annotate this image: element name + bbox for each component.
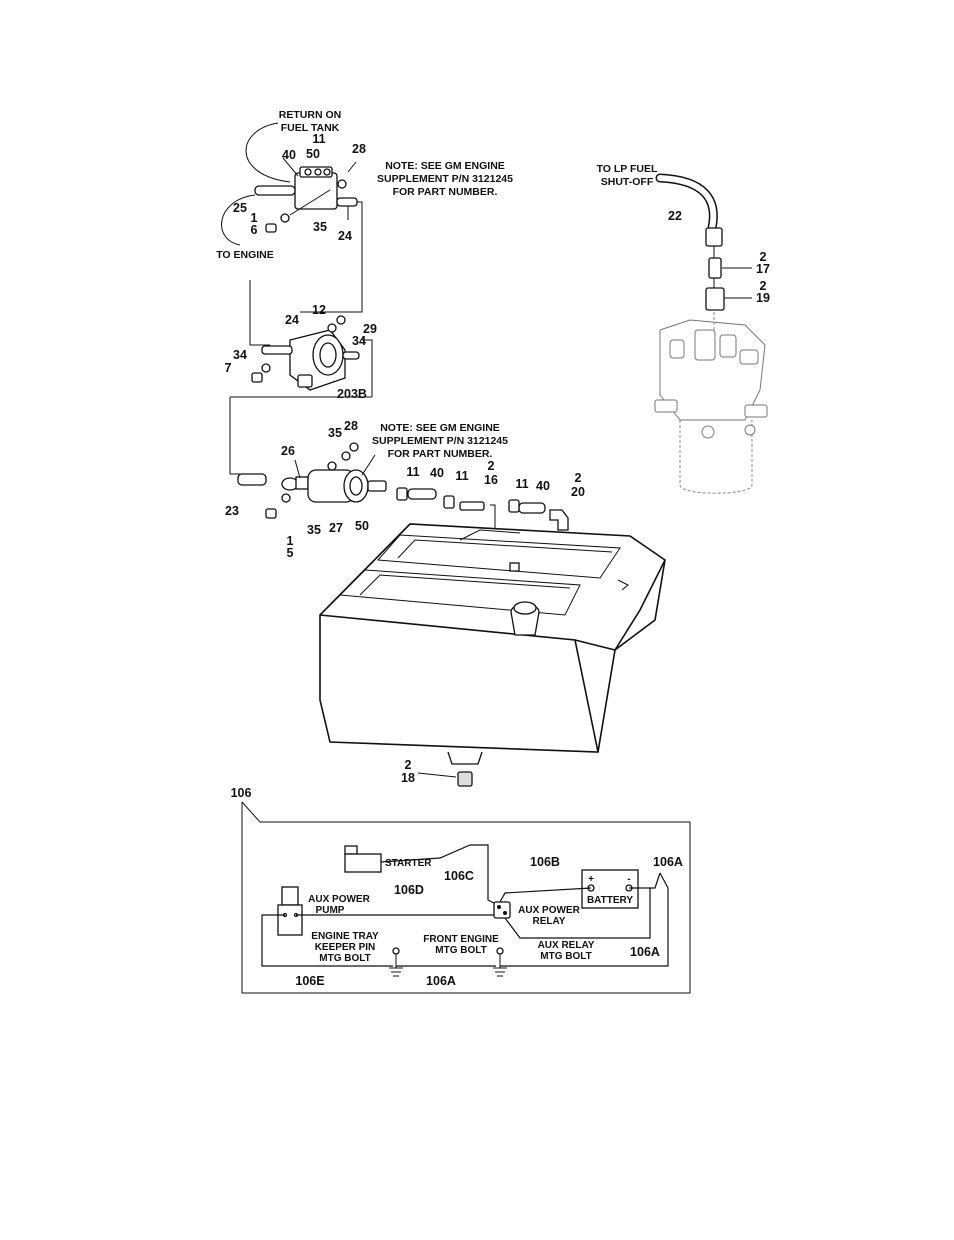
fuel-tank-label: FUEL TANK <box>281 122 340 134</box>
return-on-label: RETURN ON <box>279 109 341 121</box>
callout: 34 <box>233 348 247 362</box>
relay-label-1: AUX POWER <box>518 905 580 916</box>
callout: 24 <box>338 229 352 243</box>
aux-relay-label-1: AUX RELAY <box>538 940 595 951</box>
note2-line1: NOTE: SEE GM ENGINE <box>380 422 500 434</box>
callout: 2 <box>405 758 412 772</box>
callout: 24 <box>285 313 299 327</box>
wiring-title: 106 <box>231 786 252 800</box>
front-engine-label-1: FRONT ENGINE <box>423 934 499 945</box>
connector-line-2 <box>249 280 270 346</box>
engine-tray-label-1: ENGINE TRAY <box>311 931 379 942</box>
battery-minus: - <box>627 874 630 885</box>
fuel-tank <box>319 523 666 787</box>
callout: 2 <box>760 250 767 264</box>
lp-shutoff-ghost <box>654 312 768 494</box>
note2-line3: FOR PART NUMBER. <box>388 448 493 460</box>
engine-tray-label-3: MTG BOLT <box>319 953 370 964</box>
note1-line2: SUPPLEMENT P/N 3121245 <box>377 173 513 185</box>
shut-off-label: SHUT-OFF <box>601 176 654 188</box>
front-engine-label-2: MTG BOLT <box>435 945 486 956</box>
callout: 50 <box>306 147 320 161</box>
callout: 1 <box>251 211 258 225</box>
callout: 19 <box>756 291 770 305</box>
callout: 7 <box>225 361 232 375</box>
pump-label-1: AUX POWER <box>308 894 370 905</box>
callout: 35 <box>307 523 321 537</box>
return-valve-assembly <box>221 122 358 246</box>
callout: 18 <box>401 771 415 785</box>
callout: 27 <box>329 521 343 535</box>
regulator-203b <box>229 315 373 475</box>
callout: 2 <box>760 279 767 293</box>
connector-line-1 <box>300 201 363 313</box>
callout: 26 <box>281 444 295 458</box>
aux-relay-label-2: MTG BOLT <box>540 951 591 962</box>
lp-fuel-line <box>655 173 752 311</box>
to-lp-fuel-label: TO LP FUEL <box>597 163 658 175</box>
wire-106a-top-label: 106A <box>653 855 683 869</box>
callout: 35 <box>328 426 342 440</box>
battery-label: BATTERY <box>587 895 633 906</box>
callout: 28 <box>344 419 358 433</box>
callout: 203B <box>337 387 367 401</box>
callout: 11 <box>312 132 325 146</box>
to-engine-label: TO ENGINE <box>216 249 274 261</box>
callout: 34 <box>352 334 366 348</box>
callout: 40 <box>430 466 444 480</box>
note2-line2: SUPPLEMENT P/N 3121245 <box>372 435 508 447</box>
note1-line1: NOTE: SEE GM ENGINE <box>385 160 505 172</box>
callout: 6 <box>251 223 258 237</box>
wire-106c-label: 106C <box>444 869 474 883</box>
callout: 35 <box>313 220 327 234</box>
callout: 23 <box>225 504 239 518</box>
callout: 20 <box>571 485 585 499</box>
relay-label-2: RELAY <box>533 916 566 927</box>
battery-plus: + <box>588 874 594 885</box>
callout: 11 <box>455 469 468 483</box>
callout: 40 <box>536 479 550 493</box>
engine-tray-label-2: KEEPER PIN <box>315 942 376 953</box>
callout: 1 <box>287 534 294 548</box>
pump-label-2: PUMP <box>316 905 345 916</box>
callout: 22 <box>668 209 682 223</box>
wiring-diagram: 106 STARTER 106C + - BATTERY 106B 106A A… <box>231 786 691 994</box>
wire-106d-label: 106D <box>394 883 424 897</box>
callout: 50 <box>355 519 369 533</box>
callout: 5 <box>287 546 294 560</box>
note1-line3: FOR PART NUMBER. <box>393 186 498 198</box>
wire-106e-label: 106E <box>295 974 324 988</box>
callout: 11 <box>515 477 528 491</box>
wire-106b-label: 106B <box>530 855 560 869</box>
callout: 16 <box>484 473 498 487</box>
wire-106a-bottom-label: 106A <box>426 974 456 988</box>
starter-label: STARTER <box>385 858 432 869</box>
callout: 11 <box>406 465 419 479</box>
callout: 40 <box>282 148 296 162</box>
callout: 2 <box>575 471 582 485</box>
callout: 25 <box>233 201 247 215</box>
callout: 29 <box>363 322 377 336</box>
wire-106a-right-label: 106A <box>630 945 660 959</box>
callout: 17 <box>756 262 770 276</box>
callout: 2 <box>488 459 495 473</box>
callout: 28 <box>352 142 366 156</box>
filter-assembly <box>237 442 387 519</box>
callout: 12 <box>312 303 326 317</box>
